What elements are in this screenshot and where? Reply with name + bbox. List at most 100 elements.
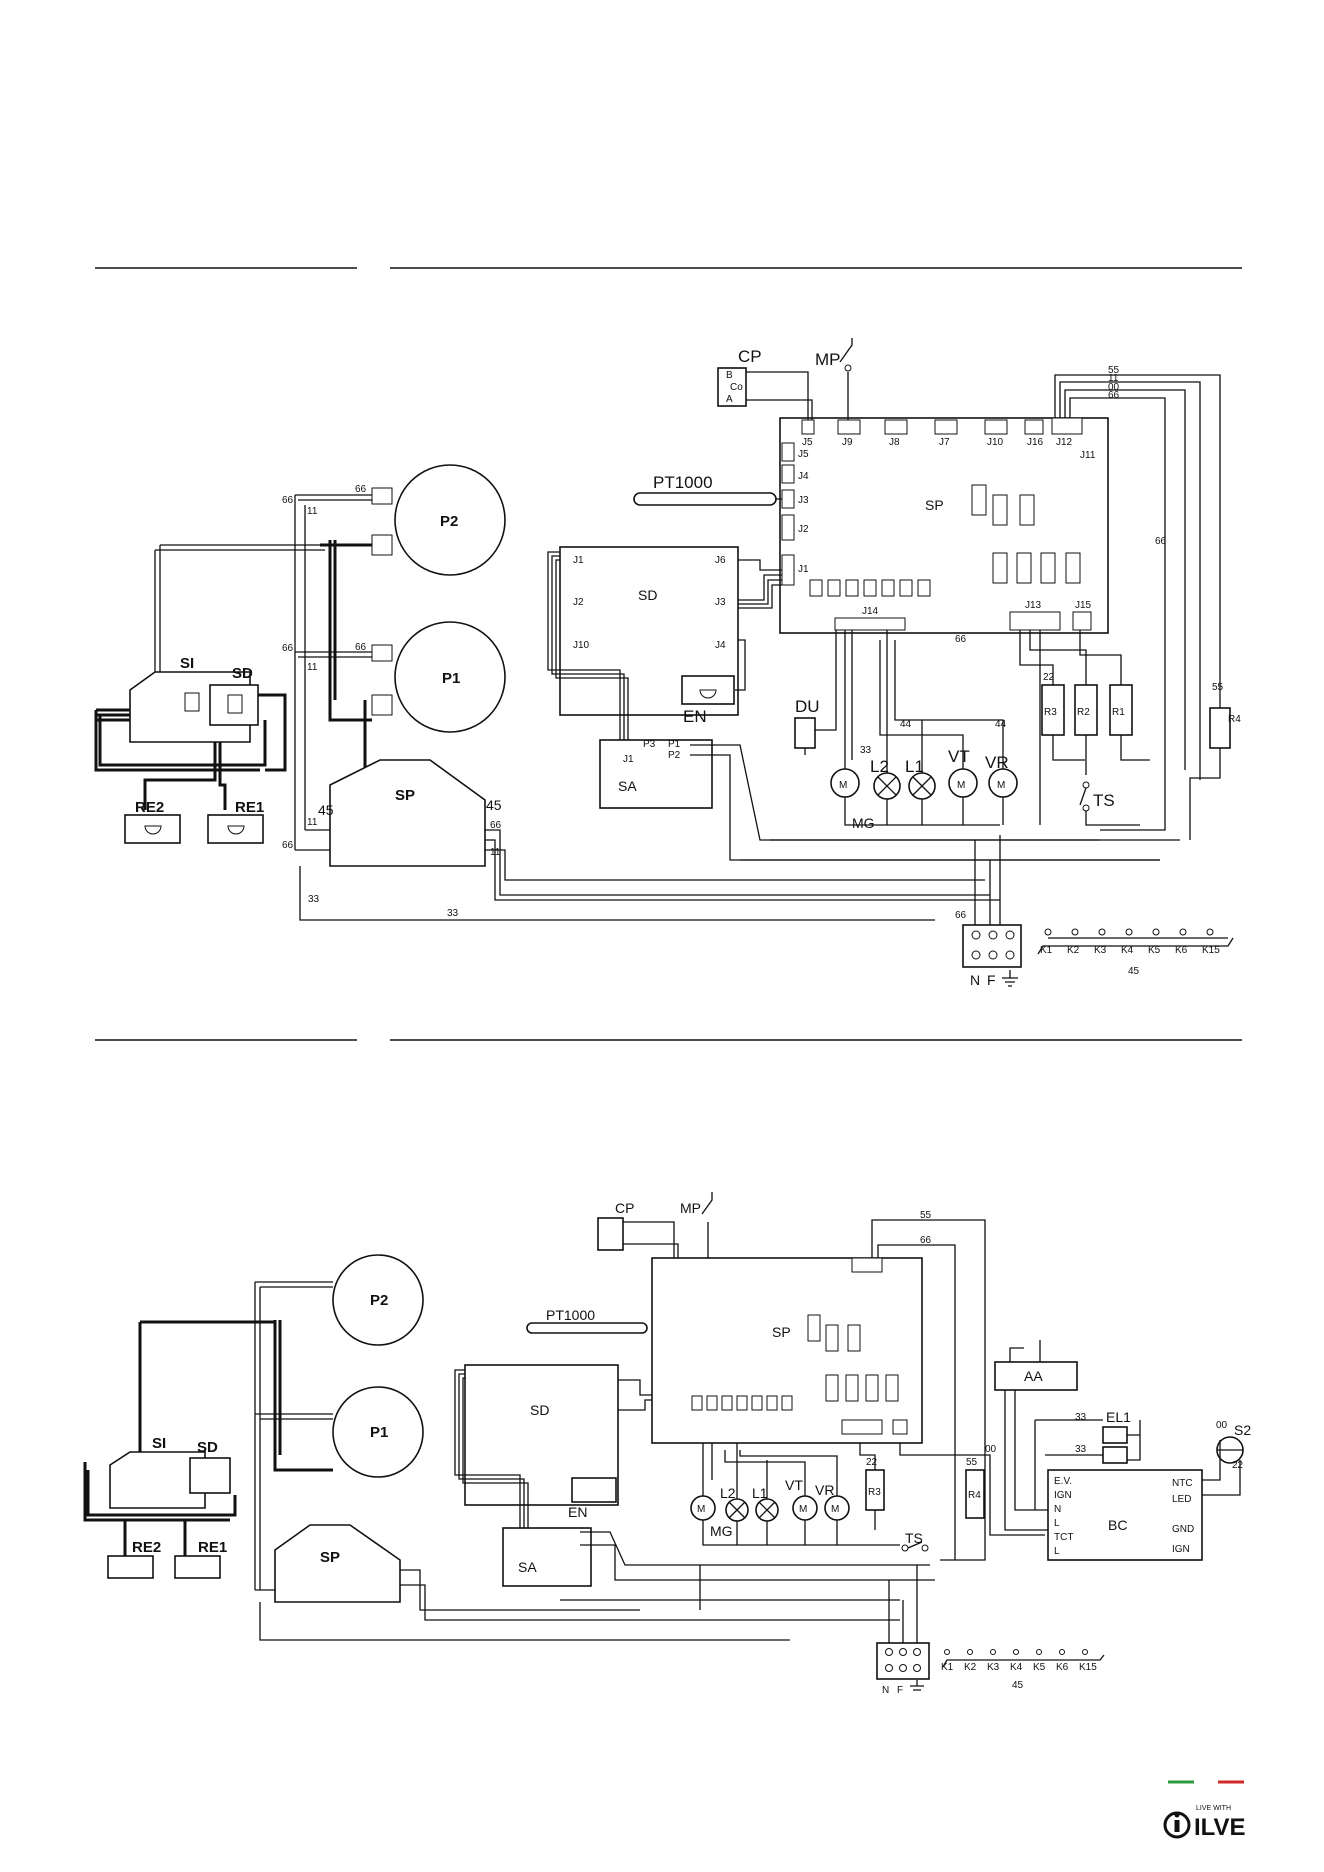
conn-j13-box xyxy=(1009,611,1061,631)
d2-s2-wire-22: 22 xyxy=(1232,1460,1244,1471)
d2-sa-board xyxy=(502,1527,592,1587)
en-label: EN xyxy=(683,707,707,726)
power-board-sp xyxy=(329,759,486,867)
top-connectors: J5 J9 J8 J7 J10 J16 J12 J11 xyxy=(801,417,1096,461)
wire-label-00a: 00 xyxy=(1108,382,1120,393)
d2-bc-n: N xyxy=(1054,1504,1061,1515)
d2-bc-led: LED xyxy=(1172,1494,1191,1505)
mp-label: MP xyxy=(815,350,841,369)
d2-key-k15: K15 xyxy=(1079,1662,1097,1673)
sd-j3: J3 xyxy=(715,597,726,608)
d2-wire-00: 00 xyxy=(985,1444,997,1455)
d2-en-label: EN xyxy=(568,1504,587,1520)
cp-pin-b: B xyxy=(726,370,733,381)
conn-top-j5: J5 xyxy=(802,437,813,448)
d2-s2-label: S2 xyxy=(1234,1422,1251,1438)
ts-contact-a xyxy=(1082,781,1090,789)
d2-r4-resistor xyxy=(965,1469,985,1519)
brand-tagline: LIVE WITH xyxy=(1196,1805,1231,1812)
wire-label-66-p1: 66 xyxy=(355,642,367,653)
conn-top-j12: J12 xyxy=(1056,437,1073,448)
conn-top-j11: J11 xyxy=(1080,450,1096,461)
wire-label-66a: 66 xyxy=(1108,390,1120,401)
d2-cp-box xyxy=(597,1217,624,1251)
key-k5: K5 xyxy=(1148,945,1161,956)
mg-label: MG xyxy=(852,815,875,831)
d2-key-k5: K5 xyxy=(1033,1662,1046,1673)
d2-bc-tct: TCT xyxy=(1054,1532,1073,1543)
mg-motor-glyph: M xyxy=(839,780,847,791)
wire-label-66-left2: 66 xyxy=(282,643,294,654)
d2-main-board-label: SP xyxy=(772,1324,791,1340)
conn-left-j2: J2 xyxy=(798,524,809,535)
d2-mg-label: MG xyxy=(710,1523,733,1539)
conn-j14: J14 xyxy=(862,606,879,617)
wire-label-55a: 55 xyxy=(1108,365,1120,376)
si-display xyxy=(184,692,200,712)
conn-left-j4: J4 xyxy=(798,471,809,482)
d2-relays xyxy=(691,1314,899,1411)
d2-key-k1: K1 xyxy=(941,1662,954,1673)
cp-pin-co: Co xyxy=(730,382,743,393)
wire-label-11-sp: 11 xyxy=(307,817,318,828)
wire-label-44a: 44 xyxy=(900,719,912,730)
sa-label: SA xyxy=(618,778,637,794)
conn-top-j8: J8 xyxy=(889,437,900,448)
wire-label-66c: 66 xyxy=(955,634,967,645)
wire-label-11-left2: 11 xyxy=(307,662,318,673)
vt-motor-glyph: M xyxy=(957,780,965,791)
d2-bc-ign-l: IGN xyxy=(1054,1490,1072,1501)
d2-aa-component xyxy=(994,1361,1078,1391)
wiring-diagram-2: SP CP MP PT1000 SD xyxy=(83,1192,1251,1696)
re1-label: RE1 xyxy=(235,799,264,816)
pump-p1 xyxy=(394,621,506,733)
cp-label: CP xyxy=(738,347,762,366)
d2-en-component xyxy=(571,1477,617,1503)
d2-re2 xyxy=(107,1555,154,1579)
keys-bus-label: 45 xyxy=(1128,966,1140,977)
vt-label: VT xyxy=(948,747,970,766)
d2-cp-label: CP xyxy=(615,1200,634,1216)
sa-p2: P2 xyxy=(668,750,681,761)
d2-r3-label: R3 xyxy=(868,1487,881,1498)
main-board-label: SP xyxy=(925,497,944,513)
d2-power-board-label: SP xyxy=(320,1549,340,1566)
d2-el1-coil-b xyxy=(1102,1446,1128,1464)
d2-sd-small-label: SD xyxy=(197,1439,218,1456)
ts-label: TS xyxy=(1093,791,1115,810)
si-label: SI xyxy=(180,655,194,672)
wire-label-45-right: 45 xyxy=(486,797,502,813)
loads-row: M MG L2 L1 M VT M VR xyxy=(830,747,1018,831)
wire-label-66-sp: 66 xyxy=(282,840,294,851)
wire-label-66-term: 66 xyxy=(955,910,967,921)
d2-ground-icon xyxy=(910,1680,924,1691)
d2-si-label: SI xyxy=(152,1435,166,1452)
sd-j4: J4 xyxy=(715,640,726,651)
conn-top-j7: J7 xyxy=(939,437,950,448)
key-k15: K15 xyxy=(1202,945,1220,956)
wire-label-45-left: 45 xyxy=(318,802,334,818)
d2-bc-l1: L xyxy=(1054,1518,1060,1529)
d2-vt-glyph: M xyxy=(799,1504,807,1515)
cp-box xyxy=(717,367,747,407)
pt1000-probe xyxy=(633,492,777,506)
sd-j6: J6 xyxy=(715,555,726,566)
d2-bc-board xyxy=(1047,1469,1203,1561)
d2-vr-glyph: M xyxy=(831,1504,839,1515)
d2-sd-label: SD xyxy=(530,1402,549,1418)
conn-j13: J13 xyxy=(1025,600,1042,611)
d2-key-k4: K4 xyxy=(1010,1662,1023,1673)
sa-board xyxy=(599,739,713,809)
key-k3: K3 xyxy=(1094,945,1107,956)
pump-p2-label: P2 xyxy=(440,513,458,530)
wire-label-66-p2: 66 xyxy=(355,484,367,495)
d2-terminal-n: N xyxy=(882,1685,889,1696)
d2-re2-label: RE2 xyxy=(132,1539,161,1556)
d2-terminal-f: F xyxy=(897,1685,903,1696)
du-label: DU xyxy=(795,697,820,716)
wiring-diagram-1: SP J5 J9 J xyxy=(94,338,1241,988)
cp-pin-a: A xyxy=(726,394,733,405)
d2-el1-wire-b: 33 xyxy=(1075,1444,1087,1455)
d2-ts-label: TS xyxy=(905,1530,923,1546)
